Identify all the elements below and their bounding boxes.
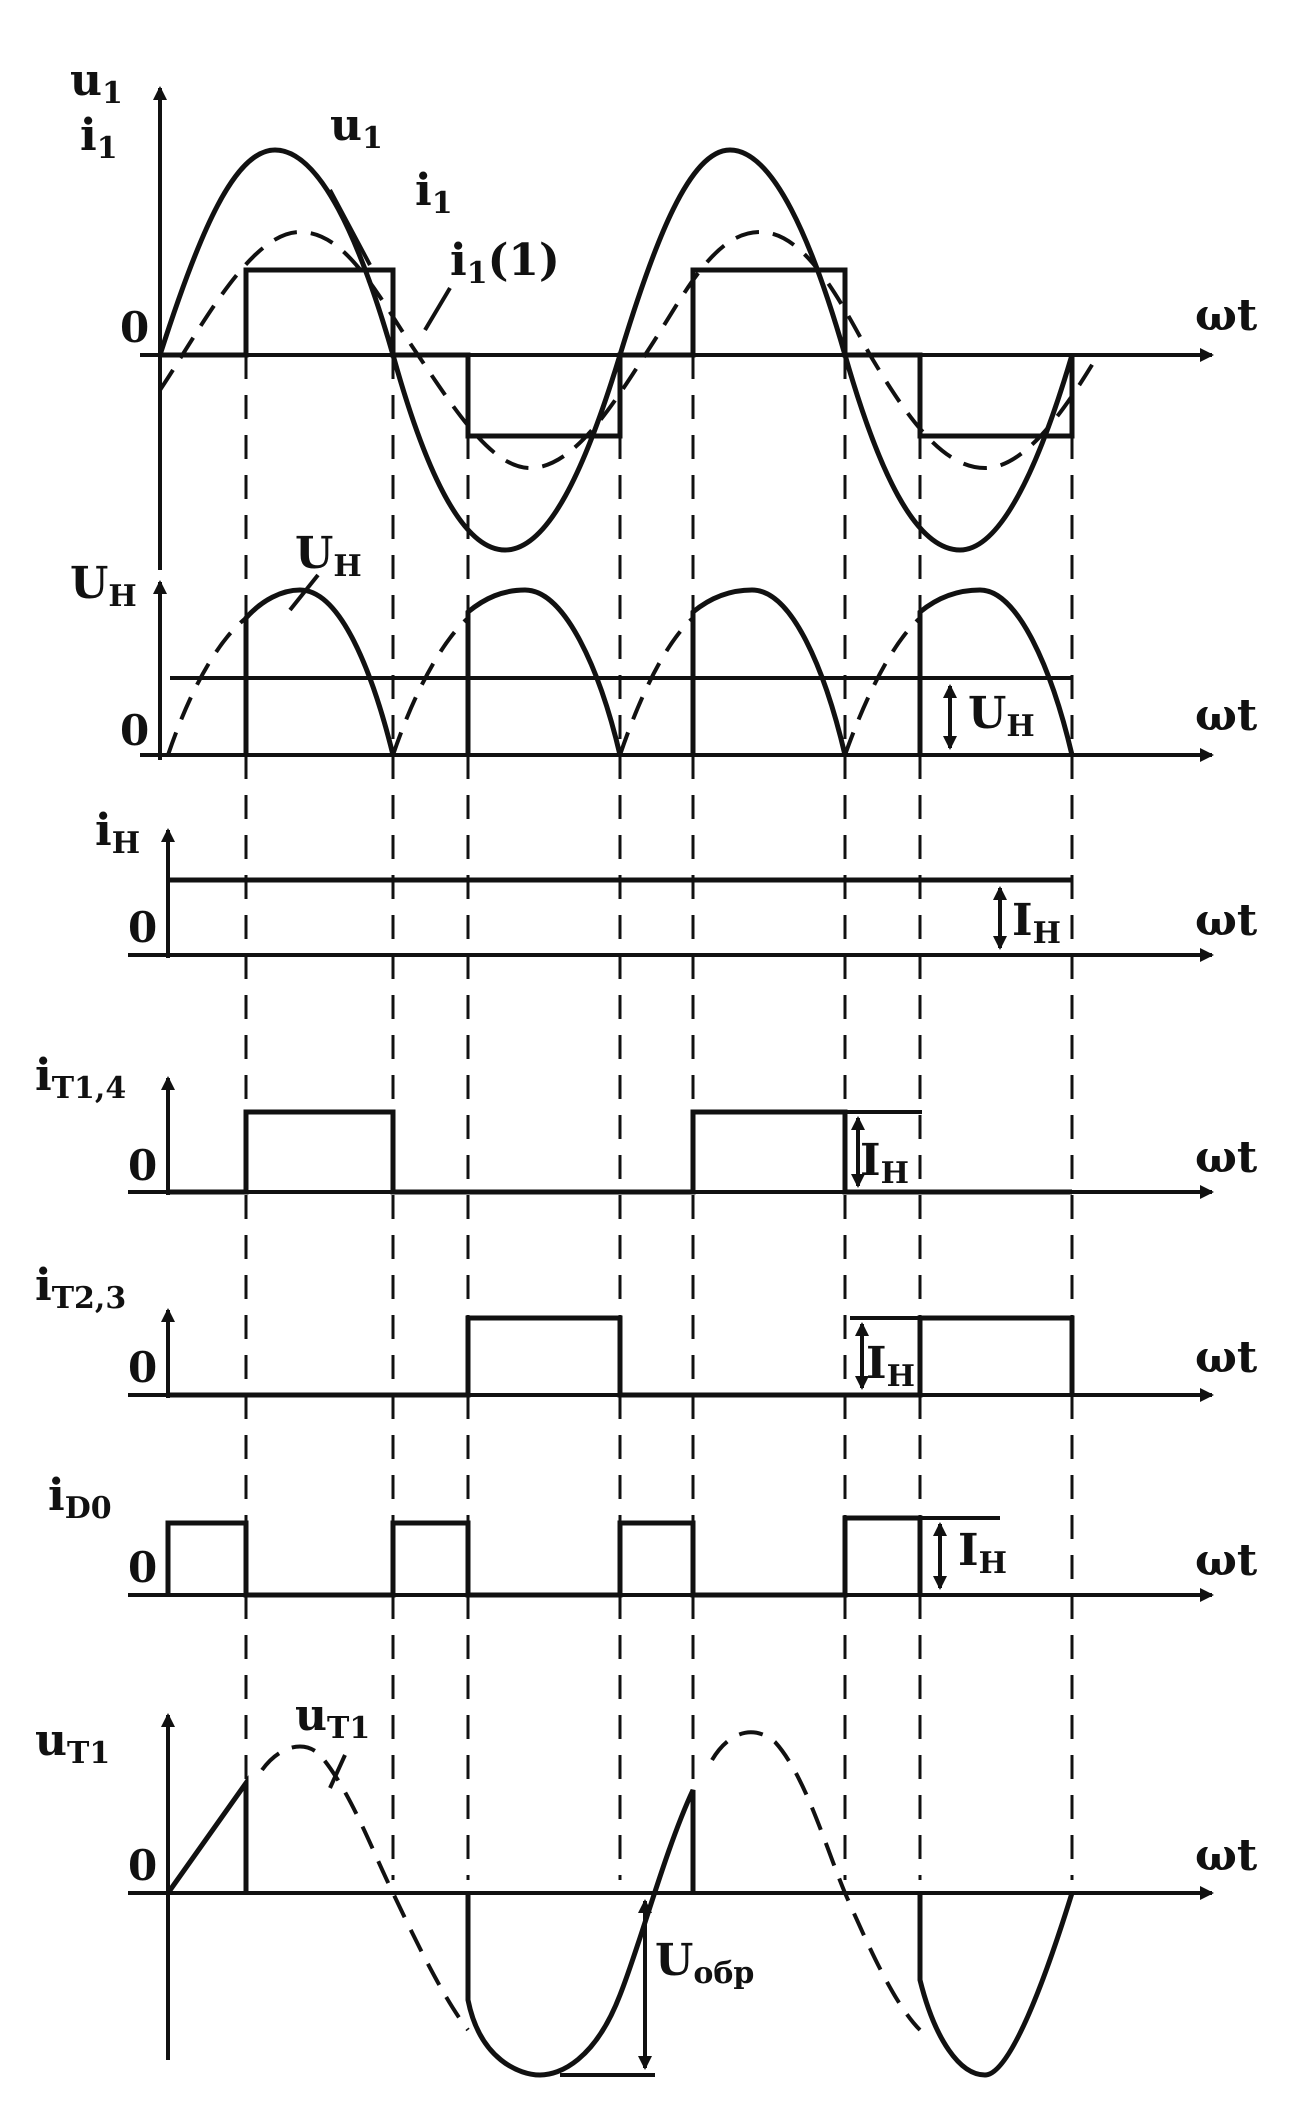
zero-label-1: 0 (120, 303, 149, 352)
u1-curve-label: u1 (330, 100, 383, 156)
zero-label-3: 0 (128, 903, 157, 952)
ut1-axis-label: uT1 (35, 1715, 110, 1771)
zero-label-6: 0 (128, 1543, 157, 1592)
ut1-dashed-seg-1 (260, 1744, 470, 2032)
ut1-leader (328, 1754, 347, 1789)
i1-1-leader (423, 286, 452, 332)
id0-axis-label: iD0 (48, 1470, 112, 1526)
uh-leader (288, 573, 320, 612)
uobr-label: Uобр (655, 1935, 754, 1991)
uh-solid-seg-4 (917, 587, 1075, 756)
i1-axis-label: i1 (80, 110, 118, 166)
uh-dashed-seg-3 (618, 616, 695, 756)
u1-curve (157, 147, 1075, 553)
ih-axis-label: iH (95, 805, 140, 861)
omega-t-label-7: ωt (1195, 1830, 1258, 1881)
uh-solid-seg-2 (465, 587, 623, 756)
uh-dashed-seg-2 (391, 616, 470, 756)
panel-ih: iH IH 0 ωt (95, 805, 1258, 962)
i1-fundamental-curve (158, 229, 1100, 471)
id0-level-label: IH (958, 1525, 1007, 1581)
uh-solid-seg-1 (243, 587, 396, 756)
u1-axis-label: u1 (70, 55, 123, 111)
panel-uh: UH UH UH 0 ωt (70, 528, 1258, 762)
zero-label-4: 0 (128, 1141, 157, 1190)
panel-u1-i1: u1 i1 u1 i1 i1(1) 0 ωt (70, 55, 1258, 570)
i1-leader (328, 189, 372, 266)
panel-it14: iT1,4 IH 0 ωt (35, 1050, 1258, 1199)
ut1-solid-seg-2 (465, 1788, 696, 2078)
it14-waveform (168, 1109, 1072, 1195)
guide-lines (244, 355, 1074, 1880)
omega-t-label-1: ωt (1195, 290, 1258, 341)
ut1-curve-label: uT1 (295, 1690, 370, 1746)
zero-label-7: 0 (128, 1841, 157, 1890)
it23-waveform (168, 1315, 1075, 1398)
uh-average-label: UH (968, 688, 1035, 744)
uh-axis-label: UH (70, 558, 137, 614)
ut1-dashed-seg-2 (710, 1730, 922, 2032)
ih-level-label: IH (1012, 895, 1061, 951)
panel-ut1: uT1 uT1 Uобр 0 ωt (35, 1690, 1258, 2078)
id0-waveform (165, 1515, 923, 1598)
it23-level-label: IH (866, 1338, 915, 1394)
panel-id0: iD0 IH 0 ωt (48, 1470, 1258, 1602)
omega-t-label-6: ωt (1195, 1535, 1258, 1586)
it23-axis-label: iT2,3 (35, 1260, 126, 1316)
omega-t-label-4: ωt (1195, 1132, 1258, 1183)
it14-axis-label: iT1,4 (35, 1050, 126, 1106)
panel-it23: iT2,3 IH 0 ωt (35, 1260, 1258, 1402)
uh-dashed-seg-1 (166, 616, 248, 756)
i1-1-curve-label: i1(1) (450, 235, 560, 291)
ut1-solid-seg-1 (165, 1775, 249, 1895)
uh-curve-label: UH (295, 528, 362, 584)
zero-label-2: 0 (120, 706, 149, 755)
i1-curve-label: i1 (415, 165, 453, 221)
omega-t-label-2: ωt (1195, 690, 1258, 741)
zero-label-5: 0 (128, 1343, 157, 1392)
ut1-solid-seg-3 (917, 1892, 1075, 2078)
i1-curve (160, 267, 1075, 439)
omega-t-label-3: ωt (1195, 895, 1258, 946)
it14-level-label: IH (860, 1135, 909, 1191)
uh-dashed-seg-4 (843, 616, 922, 756)
omega-t-label-5: ωt (1195, 1332, 1258, 1383)
uh-solid-seg-3 (690, 587, 848, 756)
